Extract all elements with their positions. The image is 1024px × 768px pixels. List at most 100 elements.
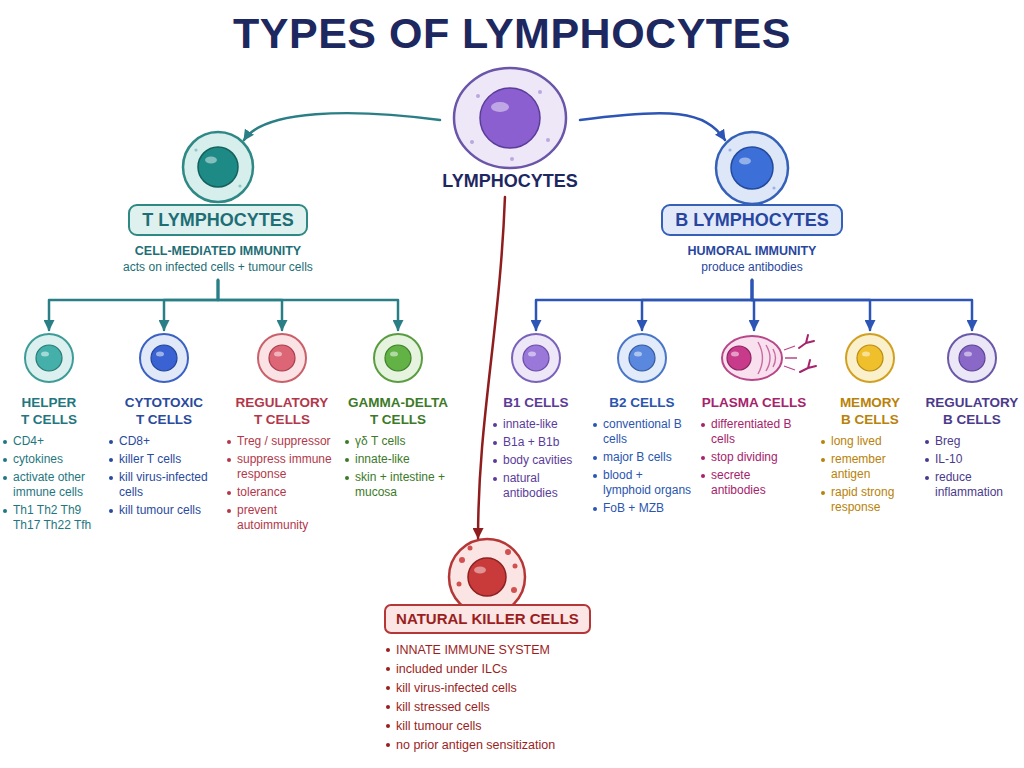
bullet: tolerance bbox=[226, 485, 338, 500]
connector-arrow bbox=[752, 280, 972, 330]
child-heading: REGULATORY B CELLS bbox=[924, 394, 1020, 428]
child-node: B2 CELLSconventional B cellsmajor B cell… bbox=[592, 330, 692, 519]
bullet: CD4+ bbox=[2, 434, 96, 449]
b2-cell bbox=[618, 334, 666, 382]
nucleus-highlight bbox=[739, 158, 751, 165]
antibody-symbol bbox=[800, 360, 816, 372]
root-label: LYMPHOCYTES bbox=[440, 170, 580, 192]
bullet: kill tumour cells bbox=[385, 718, 600, 734]
cytoplasm-dot bbox=[476, 94, 480, 98]
bullet: IL-10 bbox=[924, 452, 1020, 467]
cell-nucleus bbox=[959, 345, 985, 371]
diagram-title: TYPES OF LYMPHOCYTES bbox=[0, 8, 1024, 58]
nk-label: NATURAL KILLER CELLS bbox=[384, 604, 591, 634]
nk-node: NATURAL KILLER CELLS INNATE IMMUNE SYSTEM… bbox=[375, 538, 600, 760]
b-cell bbox=[716, 132, 788, 204]
child-node: REGULATORY B CELLSBregIL-10reduce inflam… bbox=[924, 330, 1020, 503]
cell-membrane bbox=[722, 336, 782, 380]
nucleus-highlight bbox=[390, 352, 398, 357]
child-heading: REGULATORY T CELLS bbox=[233, 394, 331, 428]
child-node: HELPER T CELLSCD4+cytokinesactivate othe… bbox=[2, 330, 96, 536]
nucleus-highlight bbox=[964, 352, 972, 357]
cell-nucleus bbox=[36, 345, 62, 371]
bullet: activate other immune cells bbox=[2, 470, 96, 500]
bullet: no prior antigen sensitization bbox=[385, 737, 600, 753]
nucleus-highlight bbox=[634, 352, 642, 357]
bullet: remember antigen bbox=[820, 452, 920, 482]
granule bbox=[511, 587, 517, 593]
cytoplasm-dot bbox=[194, 148, 197, 151]
bullet: γδ T cells bbox=[344, 434, 452, 449]
granule bbox=[468, 546, 473, 551]
connector-arrow bbox=[218, 280, 398, 330]
cell-nucleus bbox=[857, 345, 883, 371]
cell-membrane bbox=[25, 334, 73, 382]
connector-arrow bbox=[478, 197, 505, 538]
endoplasmic-reticulum bbox=[758, 342, 776, 374]
regulatory-t-cell bbox=[258, 334, 306, 382]
bullet: long lived bbox=[820, 434, 920, 449]
bullet: differentiated B cells bbox=[700, 417, 808, 447]
child-heading: B1 CELLS bbox=[492, 394, 580, 411]
nucleus-highlight bbox=[474, 567, 486, 574]
child-heading: MEMORY B CELLS bbox=[836, 394, 904, 428]
cell-nucleus bbox=[198, 147, 238, 187]
bullet: INNATE IMMUNE SYSTEM bbox=[385, 642, 600, 658]
child-node: B1 CELLSinnate-likeB1a + B1bbody cavitie… bbox=[492, 330, 580, 504]
cell-membrane bbox=[258, 334, 306, 382]
regulatory-b-cell bbox=[948, 334, 996, 382]
bullet: major B cells bbox=[592, 450, 692, 465]
child-heading: PLASMA CELLS bbox=[700, 394, 808, 411]
root-node: LYMPHOCYTES bbox=[440, 62, 580, 197]
bullet: FoB + MZB bbox=[592, 501, 692, 516]
cell-membrane bbox=[716, 132, 788, 204]
cell-nucleus bbox=[523, 345, 549, 371]
helper-t-cell bbox=[25, 334, 73, 382]
sub-strong: HUMORAL IMMUNITY bbox=[627, 243, 877, 259]
t-cell bbox=[183, 132, 253, 202]
granule bbox=[457, 582, 462, 587]
cell-membrane bbox=[512, 334, 560, 382]
nucleus-highlight bbox=[274, 352, 282, 357]
sub-note: produce antibodies bbox=[627, 259, 877, 275]
nucleus-highlight bbox=[156, 352, 164, 357]
bullet: Th1 Th2 Th9 Th17 Th22 Tfh bbox=[2, 503, 96, 533]
connector-arrow bbox=[536, 280, 752, 330]
bullet: body cavities bbox=[492, 453, 580, 468]
connector-arrow bbox=[49, 280, 218, 330]
cytoplasm-dot bbox=[510, 157, 514, 161]
cytoplasm-dot bbox=[546, 138, 550, 142]
cell-nucleus bbox=[731, 147, 773, 189]
bullet: rapid strong response bbox=[820, 485, 920, 515]
memory-b-cell bbox=[846, 334, 894, 382]
bullet: kill virus-infected cells bbox=[108, 470, 220, 500]
cell-nucleus bbox=[385, 345, 411, 371]
granule bbox=[505, 549, 511, 555]
sub-note: acts on infected cells + tumour cells bbox=[88, 259, 348, 275]
cell-nucleus bbox=[151, 345, 177, 371]
cytoplasm-dot bbox=[728, 148, 731, 151]
cell-membrane bbox=[948, 334, 996, 382]
bullet: innate-like bbox=[344, 452, 452, 467]
gamma-delta-t-cell bbox=[374, 334, 422, 382]
bullet: natural antibodies bbox=[492, 471, 580, 501]
bullet: reduce inflammation bbox=[924, 470, 1020, 500]
bullet: kill virus-infected cells bbox=[385, 680, 600, 696]
bullet: cytokines bbox=[2, 452, 96, 467]
cell-membrane bbox=[140, 334, 188, 382]
bullet: skin + intestine + mucosa bbox=[344, 470, 452, 500]
main-label: T LYMPHOCYTES bbox=[128, 204, 307, 236]
cell-membrane bbox=[374, 334, 422, 382]
bullet: blood + lymphoid organs bbox=[592, 468, 692, 498]
lymphocyte-cell bbox=[454, 68, 566, 168]
bullet: stop dividing bbox=[700, 450, 808, 465]
antibody-symbol bbox=[799, 335, 814, 348]
main-node: T LYMPHOCYTESCELL-MEDIATED IMMUNITYacts … bbox=[88, 140, 348, 280]
nucleus-highlight bbox=[491, 102, 509, 112]
cytoplasm-dot bbox=[470, 140, 474, 144]
child-node: GAMMA-DELTA T CELLSγδ T cellsinnate-like… bbox=[344, 330, 452, 530]
bullet: innate-like bbox=[492, 417, 580, 432]
b1-cell bbox=[512, 334, 560, 382]
granule bbox=[459, 557, 465, 563]
